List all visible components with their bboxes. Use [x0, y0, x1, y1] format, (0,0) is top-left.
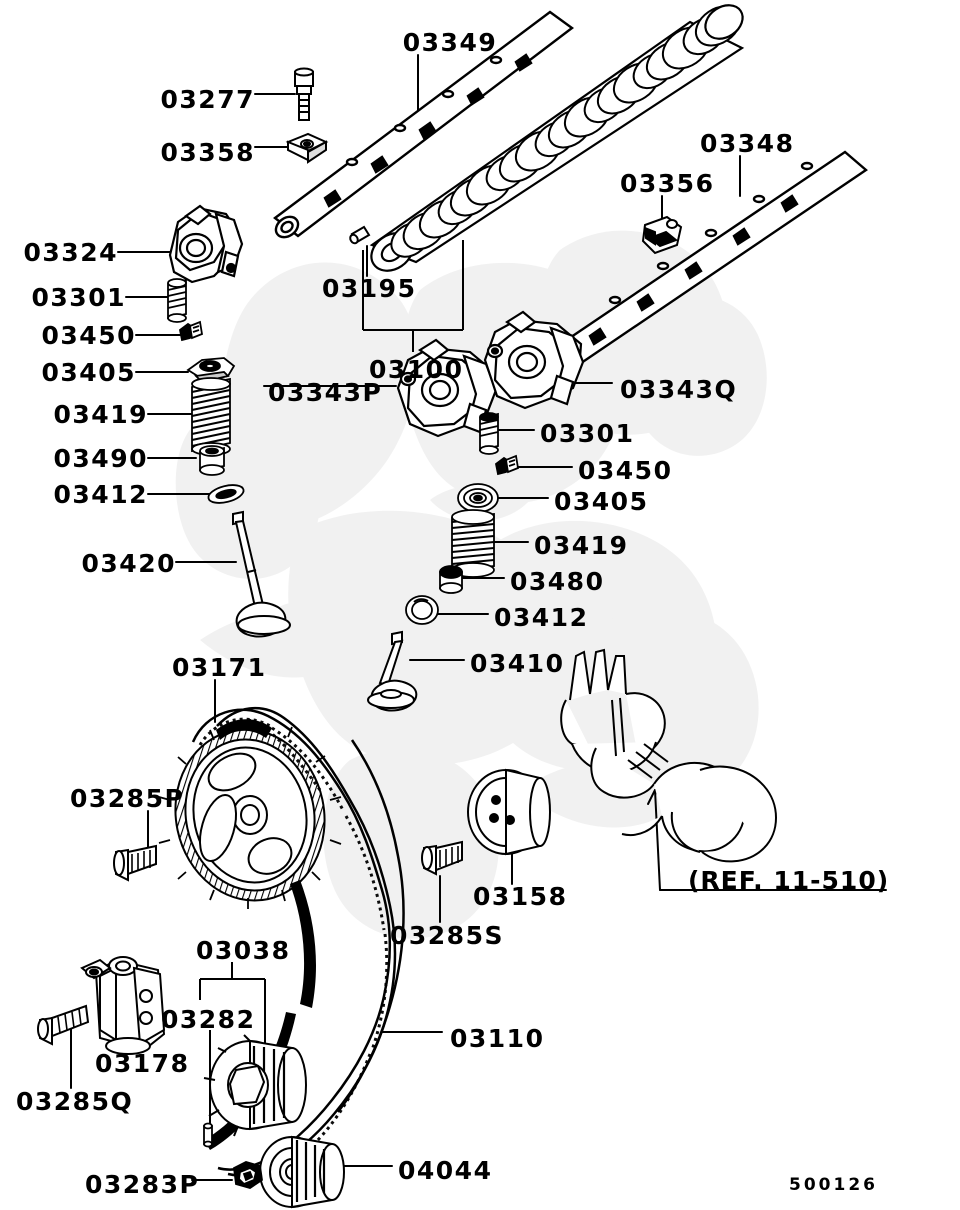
spring-retainer-03405-left: [186, 357, 236, 383]
spring-seat-03490: [199, 445, 225, 476]
bracket-03100: [362, 240, 464, 352]
dowel-pin-03195: [349, 225, 371, 245]
exhaust-valve-03410: [367, 630, 418, 712]
callout-03110: 03110: [450, 1024, 545, 1053]
dowel-pin-sprocket: [203, 1122, 213, 1148]
callout-03285S: 03285S: [390, 921, 504, 950]
callout-03412-left: 03412: [53, 480, 148, 509]
callout-03343P: 03343P: [268, 378, 383, 407]
idler-pulley-03158: [467, 768, 551, 856]
stem-seal-03412-right: [405, 595, 439, 625]
callout-03038: 03038: [196, 936, 291, 965]
callout-03410: 03410: [470, 649, 565, 678]
callout-03412-right: 03412: [494, 603, 589, 632]
callout-03419-right: 03419: [534, 531, 629, 560]
callout-03405-right: 03405: [554, 487, 649, 516]
drawing-number: 500126: [789, 1175, 878, 1195]
tensioner-arm-03178: [80, 956, 166, 1055]
reference-note: (REF. 11-510): [688, 866, 890, 895]
callout-03349: 03349: [402, 28, 498, 57]
callout-03100: 03100: [369, 355, 464, 384]
callout-03171: 03171: [172, 653, 267, 682]
callout-03277: 03277: [160, 85, 255, 114]
callout-03285Q: 03285Q: [16, 1087, 134, 1116]
timing-belt-03110: [191, 706, 405, 1177]
valve-spring-03419-right: [451, 509, 495, 578]
callout-03282: 03282: [161, 1005, 256, 1034]
valve-cotter-03450-right: [495, 454, 520, 476]
callout-03301-right: 03301: [540, 419, 635, 448]
valve-cotter-03450-left: [179, 320, 204, 342]
adjusting-screw-03301-right: [479, 412, 499, 455]
callout-03301-left: 03301: [31, 283, 126, 312]
bolt-03285S: [421, 840, 463, 876]
rocker-arm-03343Q: [483, 310, 585, 410]
spacer-03358: [285, 132, 329, 164]
callout-03178: 03178: [95, 1049, 190, 1078]
retainer-03356: [641, 215, 683, 255]
rocker-arm-03343P: [396, 338, 498, 438]
valve-spring-03419-left: [191, 377, 231, 456]
flange-nut-03283P: [233, 1161, 263, 1189]
crank-sprocket-04044: [259, 1135, 345, 1209]
callout-03158: 03158: [473, 882, 568, 911]
oil-pump-sprocket-03282: [203, 1034, 307, 1137]
reference-assembly-sketch: [560, 648, 777, 863]
callout-03450-left: 03450: [41, 321, 136, 350]
callout-03490: 03490: [53, 444, 148, 473]
bolt-03277: [294, 67, 314, 121]
callout-03348: 03348: [700, 129, 795, 158]
callout-03450-right: 03450: [578, 456, 673, 485]
camshaft-sprocket-03171: [158, 719, 342, 909]
callout-03405-left: 03405: [41, 358, 136, 387]
callout-03285P: 03285P: [70, 784, 185, 813]
bolt-03285P: [113, 844, 157, 882]
callout-04044: 04044: [398, 1156, 493, 1185]
spring-seat-03480: [439, 565, 463, 594]
stem-seal-03412-left: [207, 484, 245, 504]
callout-03343Q: 03343Q: [620, 375, 738, 404]
callout-03356: 03356: [620, 169, 715, 198]
bolt-03285Q: [37, 1004, 90, 1046]
callout-03283P: 03283P: [85, 1170, 200, 1199]
callout-03324: 03324: [23, 238, 118, 267]
callout-03419-left: 03419: [53, 400, 148, 429]
intake-valve-03420: [232, 510, 291, 638]
rocker-shaft-03349: [273, 10, 575, 239]
adjusting-screw-03301-left: [167, 278, 187, 323]
rocker-arm-03324: [168, 204, 244, 284]
callout-03480: 03480: [510, 567, 605, 596]
spring-retainer-03405-right: [457, 483, 499, 513]
callout-03195: 03195: [322, 274, 417, 303]
callout-03420: 03420: [81, 549, 176, 578]
rocker-shaft-03348: [537, 150, 868, 379]
callout-03358: 03358: [160, 138, 255, 167]
camshaft-03100: [369, 4, 745, 272]
